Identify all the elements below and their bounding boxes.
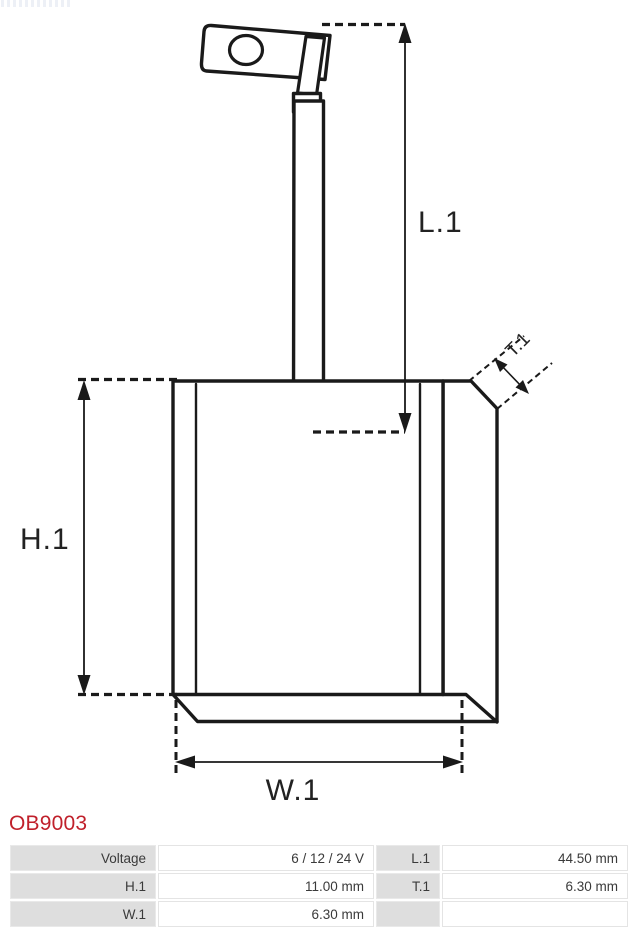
W1-arrow-left <box>175 755 195 769</box>
spec-value-h1: 11.00 mm <box>158 873 374 899</box>
spec-label-w1: W.1 <box>10 901 156 927</box>
table-row: Voltage 6 / 12 / 24 V L.1 44.50 mm <box>10 845 628 871</box>
spec-label-h1: H.1 <box>10 873 156 899</box>
spec-label-t1: T.1 <box>376 873 440 899</box>
L1-arrow-down <box>398 413 412 433</box>
dimension-L1: L.1 <box>313 22 463 434</box>
part-number: OB9003 <box>9 812 88 835</box>
shunt-upper-tab <box>295 34 327 97</box>
H1-arrow-up <box>77 380 91 400</box>
top-edge-artifact <box>1 0 73 7</box>
technical-drawing: L.1 H.1 W.1 <box>20 22 553 807</box>
brush-drawing-svg: L.1 H.1 W.1 <box>20 22 553 807</box>
spec-value-t1: 6.30 mm <box>442 873 628 899</box>
spec-value-voltage: 6 / 12 / 24 V <box>158 845 374 871</box>
specification-table: Voltage 6 / 12 / 24 V L.1 44.50 mm H.1 1… <box>8 843 630 929</box>
spec-value-empty <box>442 901 628 927</box>
L1-arrow-up <box>398 23 412 43</box>
dimension-W1: W.1 <box>174 700 464 807</box>
H1-arrow-down <box>77 675 91 695</box>
spec-value-w1: 6.30 mm <box>158 901 374 927</box>
T1-arrow-a <box>494 358 508 372</box>
W1-label: W.1 <box>266 774 321 807</box>
T1-arrow-b <box>515 380 529 394</box>
brush-body <box>171 379 499 724</box>
spec-label-voltage: Voltage <box>10 845 156 871</box>
dimension-H1: H.1 <box>20 377 178 697</box>
terminal-eyelet-icon <box>199 23 332 82</box>
T1-extension-upper <box>468 335 525 382</box>
L1-label: L.1 <box>418 206 463 239</box>
spec-value-l1: 44.50 mm <box>442 845 628 871</box>
spec-label-empty <box>376 901 440 927</box>
table-row: W.1 6.30 mm <box>10 901 628 927</box>
table-row: H.1 11.00 mm T.1 6.30 mm <box>10 873 628 899</box>
W1-arrow-right <box>443 755 463 769</box>
H1-label: H.1 <box>20 523 70 556</box>
T1-label: T.1 <box>502 329 535 362</box>
spec-label-l1: L.1 <box>376 845 440 871</box>
